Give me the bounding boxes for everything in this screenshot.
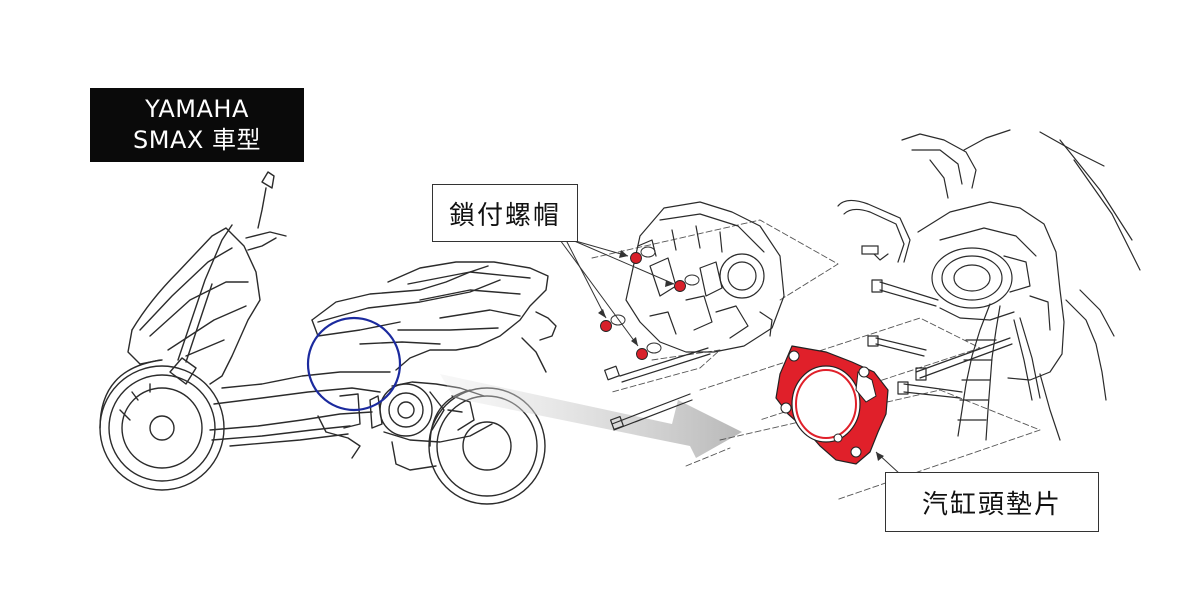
sensor-plug — [861, 245, 879, 255]
nut-leader-lines — [559, 239, 675, 347]
nut-1 — [630, 252, 642, 264]
gasket-callout-label: 汽缸頭墊片 — [885, 472, 1099, 532]
engine-highlight-circle — [306, 316, 402, 412]
model-title-badge: YAMAHA SMAX 車型 — [90, 88, 304, 162]
pointing-arrow — [440, 374, 742, 458]
cylinder-head-gasket — [775, 345, 889, 465]
model-brand: YAMAHA — [145, 95, 249, 123]
model-name: SMAX 車型 — [133, 126, 261, 154]
nut-3 — [600, 320, 612, 332]
front-wheel — [99, 359, 225, 491]
nut-2 — [674, 280, 686, 292]
nut-callout-label: 鎖付螺帽 — [432, 184, 578, 242]
crankcase-drawing — [837, 129, 1141, 441]
nut-markers — [600, 252, 686, 360]
nut-4 — [636, 348, 648, 360]
scooter-drawing — [99, 171, 557, 505]
